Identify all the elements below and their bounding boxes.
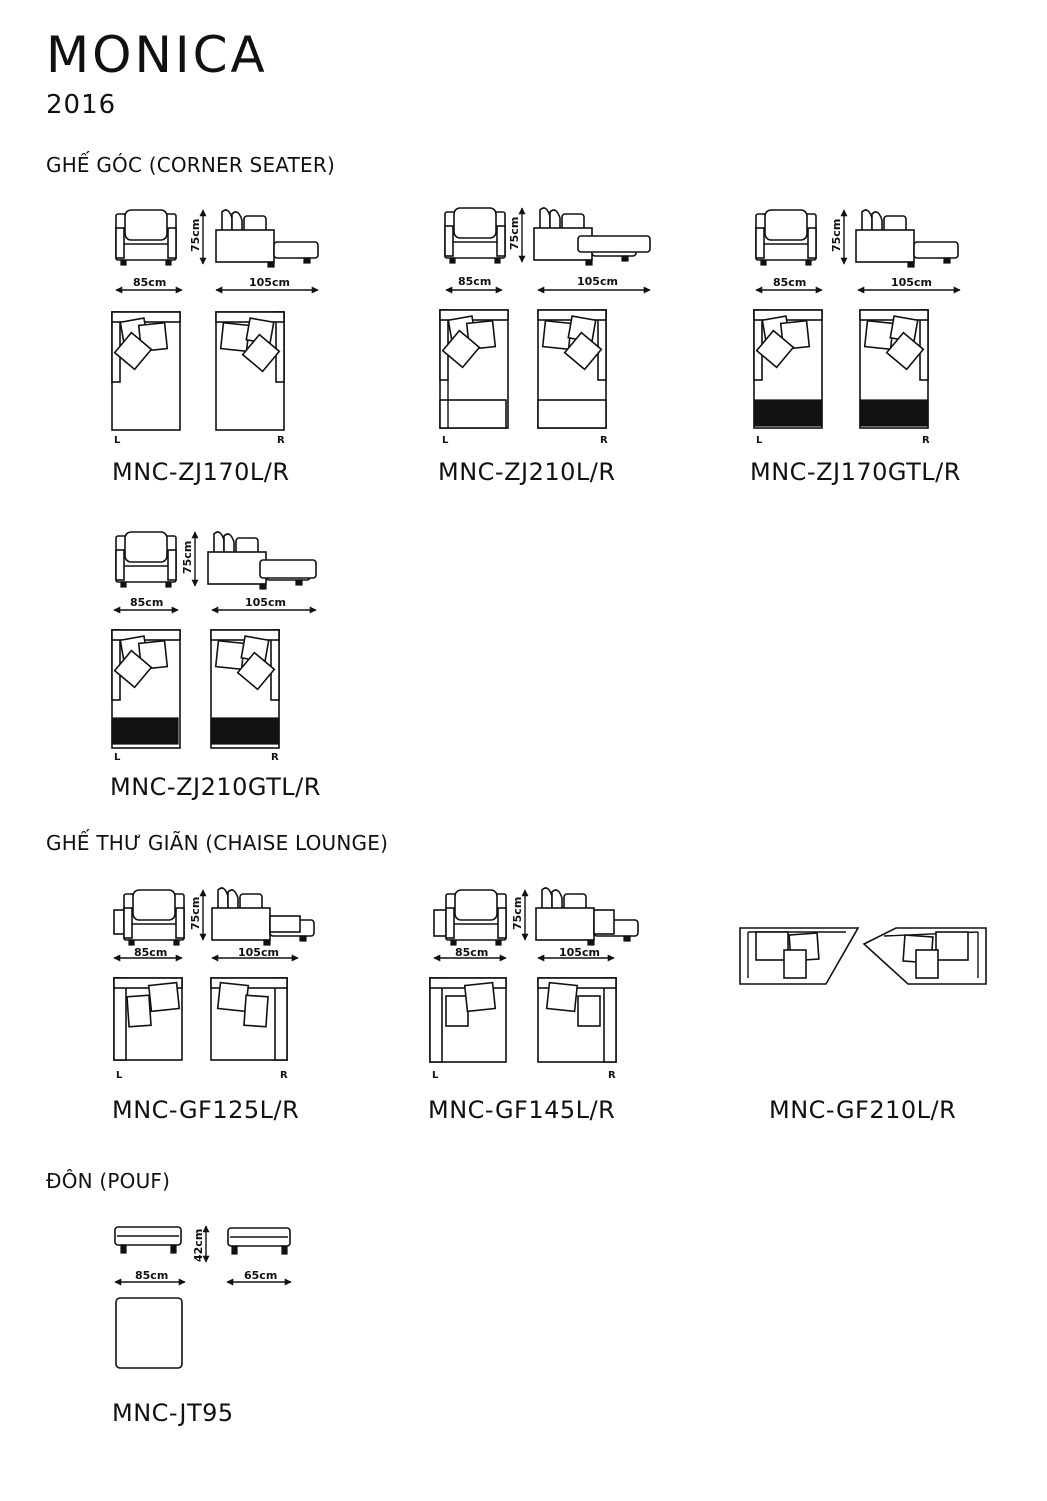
left-marker: L [756,435,763,446]
width-label: 85cm [130,596,163,609]
drawing-gf145: 75cm 85cm 105cm L R [429,887,639,1081]
width-label: 85cm [133,276,166,289]
drawing-zj170: 75cm 85cm 105cm L R [111,209,319,446]
drawing-zj210: 75cm 85cm 105cm L R [439,207,651,446]
height-label: 75cm [508,217,521,250]
drawing-gf210 [739,927,987,985]
drawing-zj170gt: 75cm 85cm 105cm L R [753,209,961,446]
right-marker: R [600,435,608,446]
height-label: 75cm [181,541,194,574]
depth-label: 105cm [245,596,286,609]
depth-label: 105cm [891,276,932,289]
section-corner-seater: GHẾ GÓC (CORNER SEATER) [46,153,335,177]
left-marker: L [116,1070,123,1081]
left-marker: L [114,752,121,763]
model-label: MNC-ZJ210L/R [438,458,616,486]
drawing-gf125: 75cm 85cm 105cm L R [113,887,315,1081]
right-marker: R [608,1070,616,1081]
model-label: MNC-ZJ210GTL/R [110,773,321,801]
model-label: MNC-GF210L/R [769,1096,957,1124]
depth-label: 65cm [244,1269,277,1282]
depth-label: 105cm [577,275,618,288]
right-marker: R [271,752,279,763]
drawing-jt95: 42cm 85cm 65cm [114,1225,292,1369]
model-label: MNC-ZJ170L/R [112,458,290,486]
height-label: 42cm [192,1229,205,1262]
right-marker: R [922,435,930,446]
collection-year: 2016 [46,90,117,120]
right-marker: R [280,1070,288,1081]
drawing-zj210gt: 75cm 85cm 105cm L R [111,531,317,763]
section-chaise-lounge: GHẾ THƯ GIÃN (CHAISE LOUNGE) [46,831,389,855]
model-label: MNC-ZJ170GTL/R [750,458,961,486]
section-pouf: ĐÔN (POUF) [46,1169,171,1193]
depth-label: 105cm [238,946,279,959]
width-label: 85cm [134,946,167,959]
left-marker: L [114,435,121,446]
depth-label: 105cm [559,946,600,959]
height-label: 75cm [189,897,202,930]
page-title: MONICA [46,26,268,84]
depth-label: 105cm [249,276,290,289]
width-label: 85cm [455,946,488,959]
height-label: 75cm [189,219,202,252]
left-marker: L [432,1070,439,1081]
model-label: MNC-GF125L/R [112,1096,300,1124]
model-label: MNC-GF145L/R [428,1096,616,1124]
width-label: 85cm [773,276,806,289]
left-marker: L [442,435,449,446]
height-label: 75cm [511,897,524,930]
height-label: 75cm [830,219,843,252]
width-label: 85cm [135,1269,168,1282]
width-label: 85cm [458,275,491,288]
right-marker: R [277,435,285,446]
model-label: MNC-JT95 [112,1399,234,1427]
